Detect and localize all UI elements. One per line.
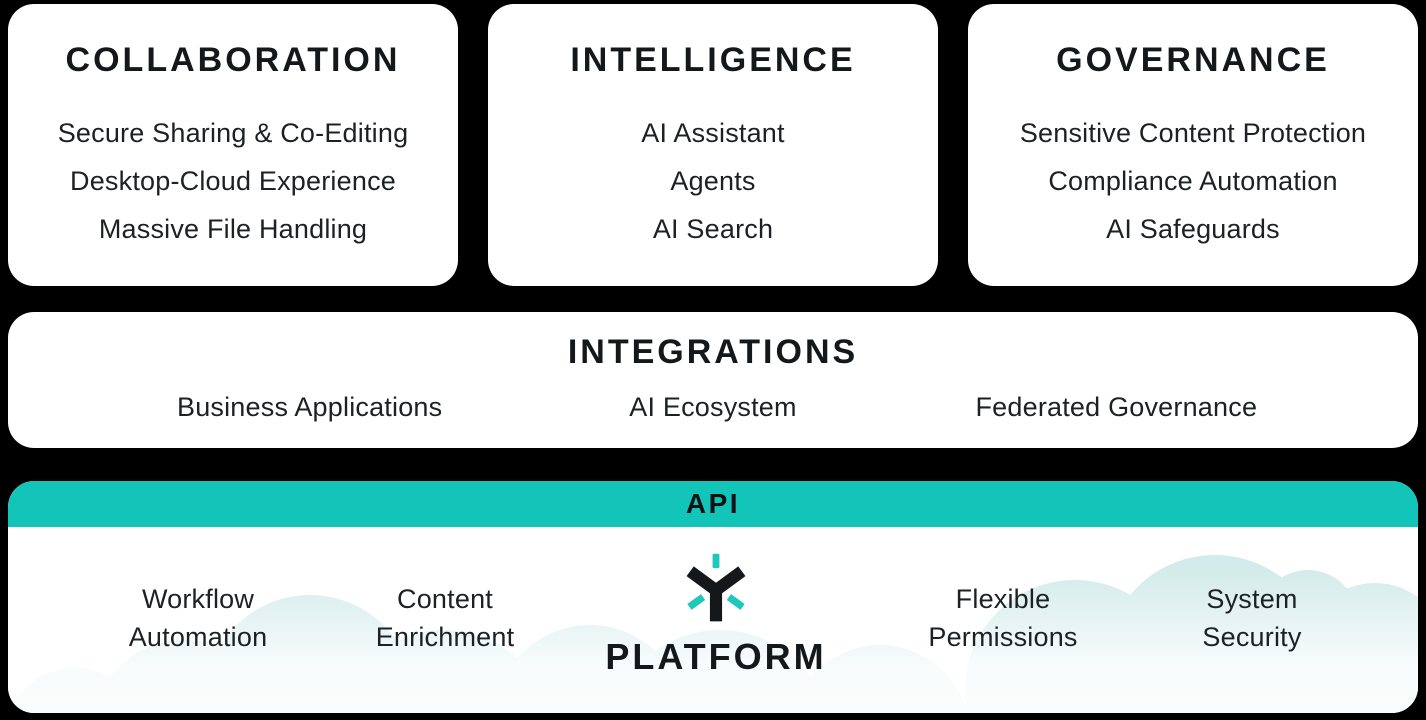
pillar-item: Massive File Handling [98,214,368,244]
pillar-title: COLLABORATION [65,41,401,79]
pillar-card-collaboration: COLLABORATION Secure Sharing & Co-Editin… [8,4,458,286]
pillar-item-list: Sensitive Content Protection Compliance … [968,109,1418,253]
pillar-item: Secure Sharing & Co-Editing [57,118,409,148]
pillar-item: AI Search [652,214,774,244]
three-point-spark-icon [686,553,746,622]
pillar-item: Sensitive Content Protection [1019,118,1367,148]
integration-item: AI Ecosystem [629,392,797,422]
pillar-item: Agents [670,166,756,196]
spark-left-dash-icon [687,594,706,610]
pillar-title: GOVERNANCE [1056,41,1330,79]
platform-capability: Content Enrichment [375,584,515,652]
api-bar: API [8,481,1418,527]
pillar-item-list: Secure Sharing & Co-Editing Desktop-Clou… [8,109,458,253]
spark-right-dash-icon [726,594,745,610]
pillar-item: AI Safeguards [1106,214,1280,244]
pillar-cards-row: COLLABORATION Secure Sharing & Co-Editin… [8,4,1418,286]
integrations-item-list: Business Applications AI Ecosystem Feder… [8,389,1418,425]
integrations-band: INTEGRATIONS Business Applications AI Ec… [8,312,1418,448]
platform-capability: Flexible Permissions [928,584,1078,652]
platform-capability: Workflow Automation [128,584,268,652]
integration-item: Business Applications [176,392,443,422]
integration-item: Federated Governance [975,392,1258,422]
pillar-item-list: AI Assistant Agents AI Search [488,109,938,253]
api-label: API [685,488,741,519]
pillar-item: Desktop-Cloud Experience [70,166,396,196]
pillar-item: Compliance Automation [1048,166,1338,196]
pillar-card-intelligence: INTELLIGENCE AI Assistant Agents AI Sear… [488,4,938,286]
platform-band: API Workflow Automation Content Enrichme… [8,481,1418,713]
pillar-item: AI Assistant [641,118,785,148]
pillar-card-governance: GOVERNANCE Sensitive Content Protection … [968,4,1418,286]
integrations-title: INTEGRATIONS [567,333,859,371]
platform-capability: System Security [1202,584,1302,652]
spark-top-dash-icon [712,553,720,569]
platform-logo-block: PLATFORM [586,543,846,677]
pillar-title: INTELLIGENCE [570,41,856,79]
platform-name: PLATFORM [605,636,827,677]
